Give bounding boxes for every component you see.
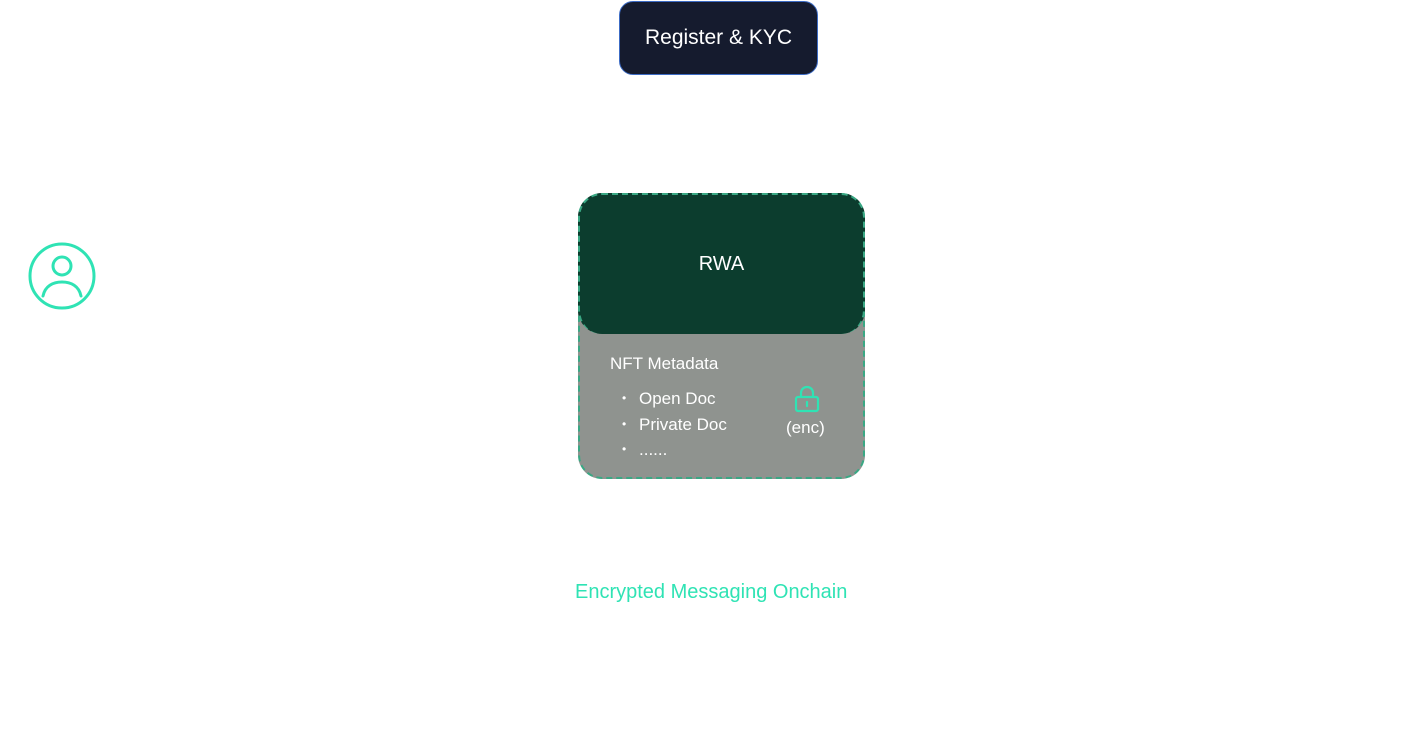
list-item: • Private Doc [622, 412, 727, 438]
bullet-icon: • [622, 391, 627, 405]
metadata-item-label: ...... [639, 440, 668, 459]
bullet-icon: • [622, 416, 627, 431]
encrypted-messaging-label[interactable]: Encrypted Messaging Onchain [575, 581, 848, 603]
list-item: • Open Doc [622, 386, 727, 412]
metadata-item-label: Private Doc [639, 414, 727, 434]
nft-metadata-title: NFT Metadata [610, 354, 719, 373]
register-kyc-label: Register & KYC [644, 26, 793, 49]
user-icon[interactable] [27, 242, 97, 312]
register-kyc-node[interactable]: Register & KYC [619, 1, 818, 75]
bullet-icon: • [622, 442, 627, 456]
encryption-label: (enc) [786, 418, 825, 437]
nft-metadata-list: • Open Doc • Private Doc • ...... [622, 386, 727, 463]
rwa-title: RWA [698, 253, 745, 275]
metadata-item-label: Open Doc [639, 389, 716, 408]
list-item: • ...... [622, 437, 727, 463]
rwa-node[interactable]: RWA [578, 193, 865, 334]
lock-icon [794, 385, 820, 413]
